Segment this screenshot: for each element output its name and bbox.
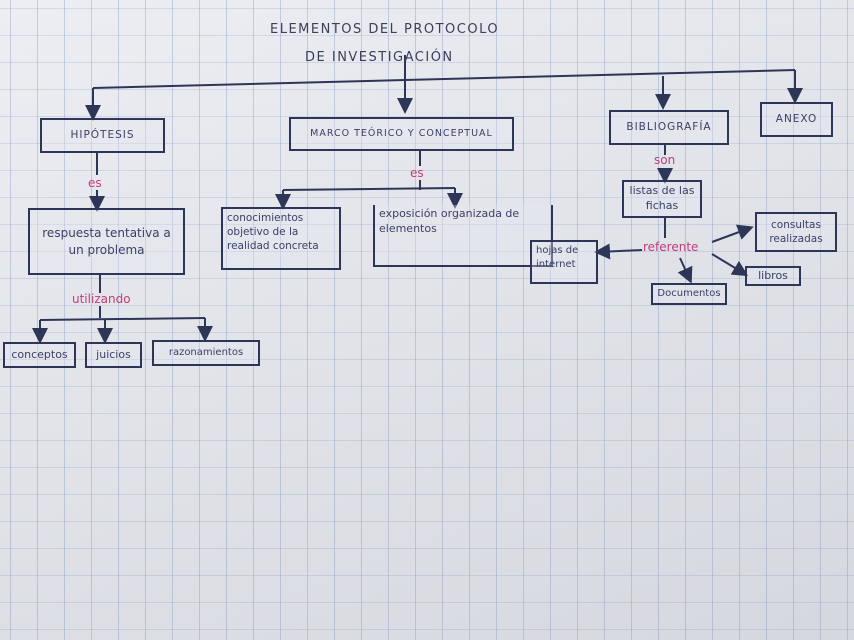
marco-item-conocimientos: conocimientos objetivo de la realidad co… — [221, 207, 341, 270]
connector-utilizando: utilizando — [72, 292, 131, 306]
connector-son-bibliografia: son — [654, 153, 676, 167]
connector-referente: referente — [643, 240, 699, 254]
connector-es-marco: es — [410, 166, 424, 180]
anexo-box: ANEXO — [760, 102, 833, 137]
connector-es-hipotesis: es — [88, 176, 102, 190]
referente-item-documentos: Documentos — [651, 283, 727, 305]
marco-item-exposicion: exposición organizada de elementos — [373, 205, 553, 267]
marco-teorico-box: MARCO TEÓRICO Y CONCEPTUAL — [289, 117, 514, 151]
bibliografia-definition-box: listas de las fichas — [622, 180, 702, 218]
referente-item-consultas: consultas realizadas — [755, 212, 837, 252]
hipotesis-definition-box: respuesta tentativa a un problema — [28, 208, 185, 275]
bibliografia-box: BIBLIOGRAFÍA — [609, 110, 729, 145]
hipotesis-item-razonamientos: razonamientos — [152, 340, 260, 366]
hipotesis-item-conceptos: conceptos — [3, 342, 76, 368]
referente-item-hojas-internet: hojas de internet — [530, 240, 598, 284]
hipotesis-item-juicios: juicios — [85, 342, 142, 368]
diagram-title-line2: DE INVESTIGACIÓN — [305, 50, 454, 65]
diagram-title-line1: ELEMENTOS DEL PROTOCOLO — [270, 22, 500, 37]
hipotesis-box: HIPÓTESIS — [40, 118, 165, 153]
referente-item-libros: libros — [745, 266, 801, 286]
